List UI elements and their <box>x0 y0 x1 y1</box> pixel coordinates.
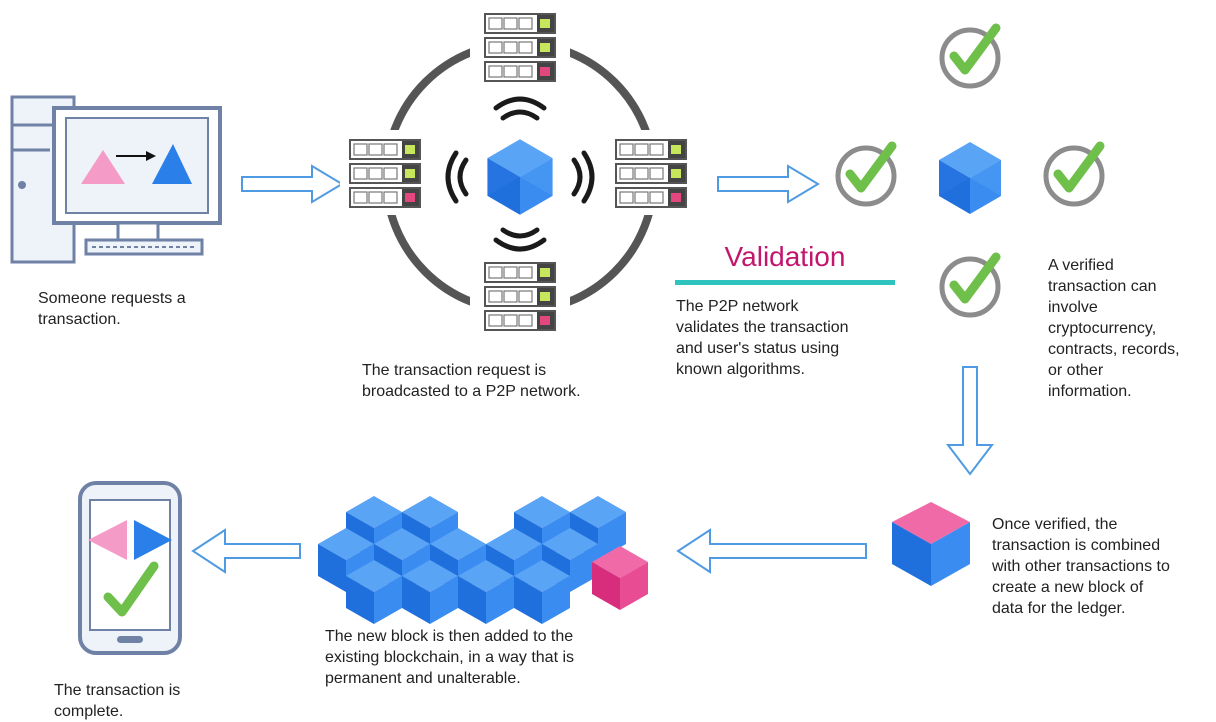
cube-icon <box>892 502 970 586</box>
combined-caption: Once verified, the transaction is combin… <box>992 516 1170 617</box>
verified-caption: A verified transaction can involve crypt… <box>1048 257 1180 400</box>
chain-cube <box>514 560 570 624</box>
arrow-icon <box>717 165 819 203</box>
chain-cube <box>402 560 458 624</box>
added-caption: The new block is then added to the exist… <box>325 628 575 687</box>
request-caption: Someone requests a transaction. <box>38 290 186 328</box>
checkmark-icon <box>1046 146 1102 204</box>
validation-underline <box>675 280 895 285</box>
complete-caption: The transaction is complete. <box>54 682 181 720</box>
checkmark-icon <box>942 257 998 315</box>
validate-caption: The P2P network validates the transactio… <box>676 298 849 378</box>
cube-icon <box>487 139 553 215</box>
server-icon <box>485 14 555 81</box>
arrow-icon <box>676 528 867 574</box>
checkmark-icon <box>838 146 894 204</box>
server-icon <box>485 263 555 330</box>
cube-icon <box>939 142 1001 214</box>
chain-cube <box>458 560 514 624</box>
chain-cube <box>346 560 402 624</box>
checkmark-icon <box>942 28 998 86</box>
wifi-signal-icon <box>445 96 595 252</box>
pink-cube <box>592 546 648 610</box>
server-icon <box>350 140 420 207</box>
arrow-icon <box>945 366 995 476</box>
arrow-icon <box>241 165 343 203</box>
validation-title: Validation <box>724 241 846 272</box>
server-icon <box>616 140 686 207</box>
arrow-icon <box>191 528 301 574</box>
computer-icon <box>10 95 222 264</box>
phone-icon <box>78 481 182 655</box>
broadcast-caption: The transaction request is broadcasted t… <box>362 362 581 400</box>
blockchain <box>318 496 648 624</box>
p2p-network <box>340 8 698 338</box>
